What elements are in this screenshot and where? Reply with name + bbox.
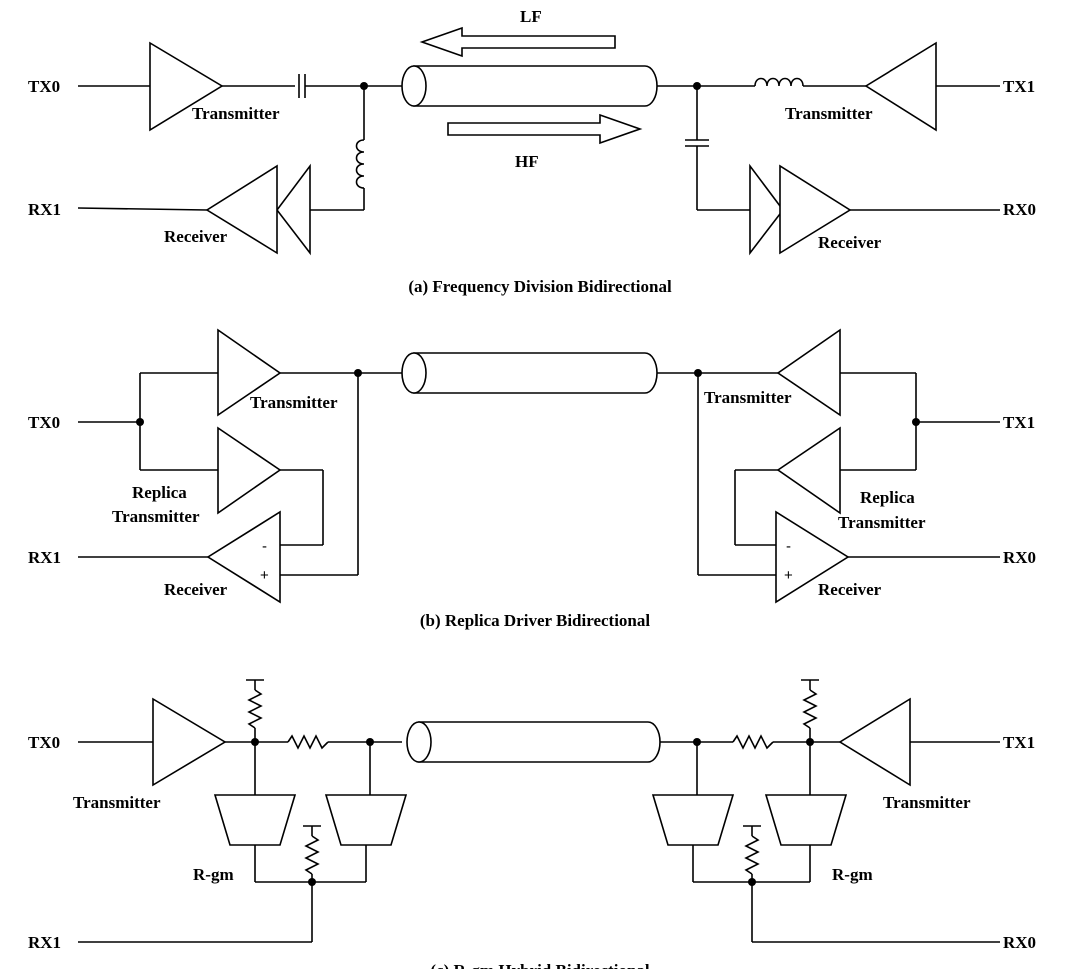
panel-a-frequency-division: TX0 TX1 RX1 RX0 Transmitter Receiver LF bbox=[28, 7, 1036, 296]
panel-a-rx0-label: RX0 bbox=[1003, 200, 1036, 219]
panel-b-left-minus: - bbox=[262, 538, 267, 555]
panel-c-rx1-label: RX1 bbox=[28, 933, 61, 952]
panel-b-replica-right-line1: Replica bbox=[860, 488, 915, 507]
panel-a-tx-right-label: Transmitter bbox=[785, 104, 873, 123]
panel-c-transmitter-left bbox=[152, 697, 227, 787]
panel-a-rx1-label: RX1 bbox=[28, 200, 61, 219]
panel-c-rgm-left-label: R-gm bbox=[193, 865, 234, 884]
panel-a-transmission-cable bbox=[401, 65, 658, 107]
panel-a-rx-left-label: Receiver bbox=[164, 227, 228, 246]
panel-b-replica-transmitter-right bbox=[776, 426, 841, 515]
panel-c-gm-stage-left-2 bbox=[324, 794, 408, 846]
panel-a-hf-arrow bbox=[447, 113, 643, 145]
panel-b-right-minus: - bbox=[786, 538, 791, 555]
panel-b-caption: (b) Replica Driver Bidirectional bbox=[420, 611, 651, 630]
panel-c-rgm-hybrid: TX0 TX1 RX1 RX0 Transmitter R-gm bbox=[28, 679, 1036, 969]
panel-c-series-resistor-right bbox=[732, 734, 774, 750]
panel-b-receiver-right bbox=[775, 510, 850, 604]
panel-a-capacitor-series bbox=[298, 74, 306, 98]
panel-a-tx0-label: TX0 bbox=[28, 77, 60, 96]
panel-a-capacitor-shunt bbox=[685, 139, 709, 147]
panel-a-hf-label: HF bbox=[515, 152, 539, 171]
panel-b-left-plus: + bbox=[260, 567, 269, 584]
panel-c-termination-resistor-right bbox=[801, 679, 819, 742]
panel-c-rgm-right-label: R-gm bbox=[832, 865, 873, 884]
panel-b-replica-right-line2: Transmitter bbox=[838, 513, 926, 532]
panel-c-termination-resistor-left bbox=[246, 679, 264, 742]
panel-a-transmitter-left bbox=[149, 41, 224, 132]
panel-a-inductor-series bbox=[754, 77, 804, 87]
panel-b-replica-left-line2: Transmitter bbox=[112, 507, 200, 526]
panel-a-receiver-right bbox=[779, 164, 852, 255]
panel-a-receiver-left-back bbox=[275, 163, 311, 256]
panel-b-right-plus: + bbox=[784, 567, 793, 584]
panel-a-receiver-right-back bbox=[749, 163, 785, 256]
panel-a-inductor-shunt bbox=[355, 139, 365, 189]
panel-c-caption: (c) R-gm Hybrid Bidirectional bbox=[430, 961, 650, 969]
panel-c-transmission-cable bbox=[406, 721, 661, 763]
panel-b-rx0-label: RX0 bbox=[1003, 548, 1036, 567]
panel-b-replica-transmitter-left bbox=[217, 426, 282, 515]
panel-b-transmission-cable bbox=[401, 352, 658, 394]
panel-a-transmitter-right bbox=[864, 41, 937, 132]
panel-b-rx1-label: RX1 bbox=[28, 548, 61, 567]
panel-b-tx-left-label: Transmitter bbox=[250, 393, 338, 412]
panel-b-rx-right-label: Receiver bbox=[818, 580, 882, 599]
panel-a-caption: (a) Frequency Division Bidirectional bbox=[408, 277, 672, 296]
panel-a-tx-left-label: Transmitter bbox=[192, 104, 280, 123]
panel-c-gm-stage-left-1 bbox=[213, 794, 297, 846]
panel-c-transmitter-right bbox=[838, 697, 911, 787]
panel-c-tx0-label: TX0 bbox=[28, 733, 60, 752]
panel-c-series-resistor-left bbox=[287, 734, 329, 750]
panel-b-rx-left-label: Receiver bbox=[164, 580, 228, 599]
panel-c-tx-right-label: Transmitter bbox=[883, 793, 971, 812]
panel-b-tx0-label: TX0 bbox=[28, 413, 60, 432]
panel-a-receiver-left bbox=[205, 164, 278, 255]
panel-a-rx-right-label: Receiver bbox=[818, 233, 882, 252]
panel-a-lf-label: LF bbox=[520, 7, 542, 26]
panel-c-tx1-label: TX1 bbox=[1003, 733, 1035, 752]
panel-b-receiver-left bbox=[206, 510, 281, 604]
panel-c-tx-left-label: Transmitter bbox=[73, 793, 161, 812]
panel-c-gm-stage-right-2 bbox=[764, 794, 848, 846]
panel-b-tx1-label: TX1 bbox=[1003, 413, 1035, 432]
panel-b-replica-left-line1: Replica bbox=[132, 483, 187, 502]
panel-b-tx-right-label: Transmitter bbox=[704, 388, 792, 407]
panel-c-load-resistor-left bbox=[303, 825, 321, 882]
panel-c-rx0-label: RX0 bbox=[1003, 933, 1036, 952]
panel-b-transmitter-left bbox=[217, 328, 282, 417]
panel-c-gm-stage-right-1 bbox=[651, 794, 735, 846]
panel-b-replica-driver: TX0 TX1 RX1 RX0 Transmitter Replica Tran… bbox=[28, 328, 1036, 630]
panel-c-load-resistor-right bbox=[743, 825, 761, 882]
panel-a-tx1-label: TX1 bbox=[1003, 77, 1035, 96]
panel-a-lf-arrow bbox=[419, 26, 616, 58]
